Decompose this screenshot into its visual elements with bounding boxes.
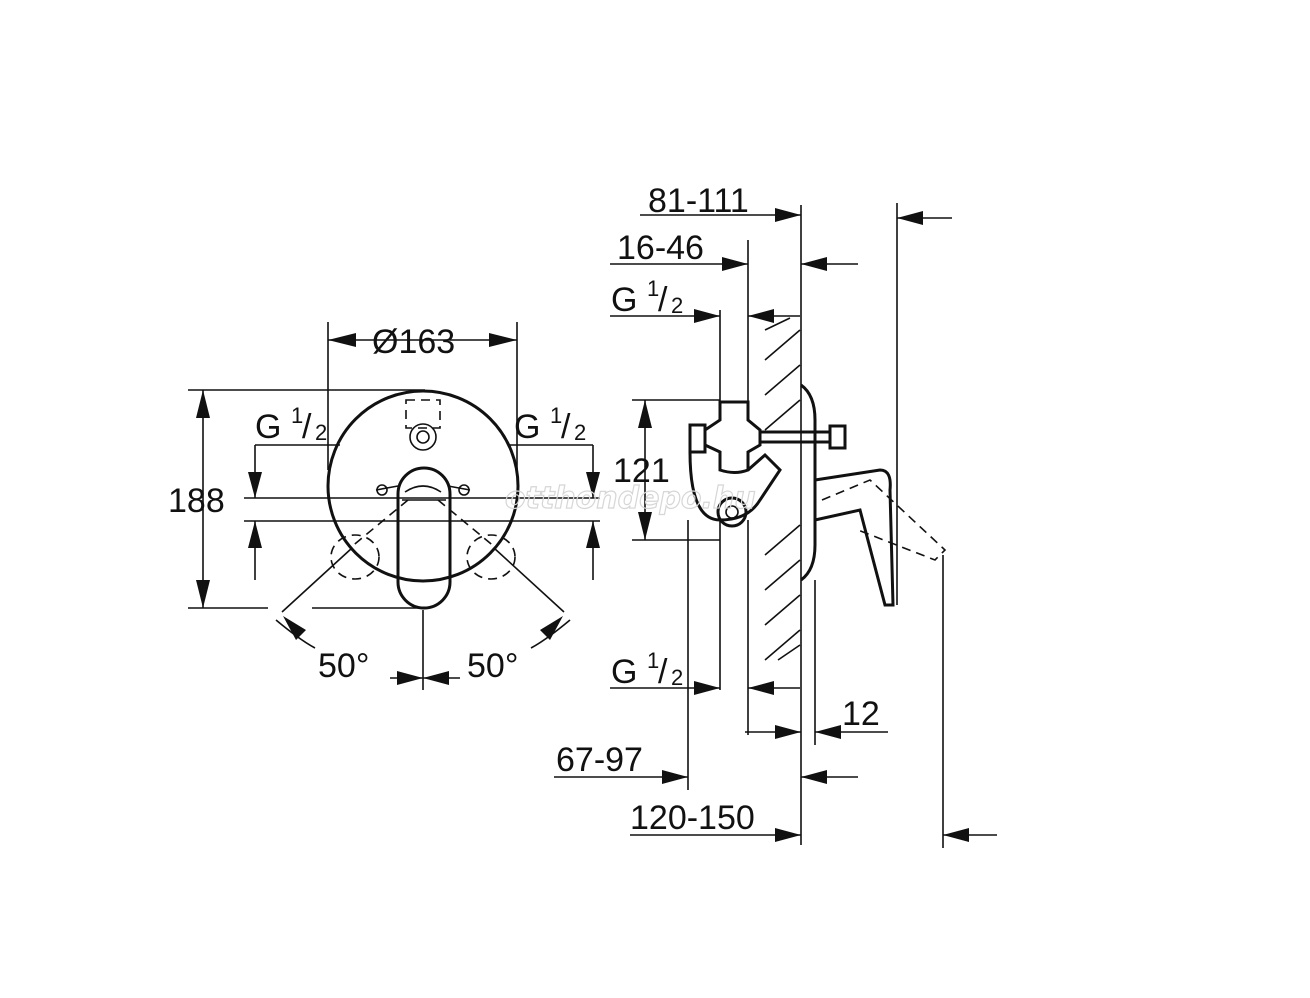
dim-67-97: 67-97 <box>556 741 643 779</box>
lever-side <box>813 468 895 607</box>
mounting-plate <box>800 383 817 582</box>
dim-12: 12 <box>842 695 880 733</box>
dim-121: 121 <box>613 452 670 490</box>
escutcheon-plate <box>326 389 520 583</box>
angle-left-label: 50° <box>318 647 369 685</box>
angle-right-label: 50° <box>467 647 518 685</box>
swing-left-outline <box>330 534 380 580</box>
dim-81-111: 81-111 <box>648 182 749 220</box>
svg-text:/: / <box>658 281 668 319</box>
diverter-knob <box>409 423 437 451</box>
connection-right-label: G <box>514 408 540 446</box>
svg-text:1: 1 <box>550 403 562 428</box>
diverter-outline <box>405 399 441 429</box>
connection-top-label: G <box>611 281 637 319</box>
swing-right-outline <box>466 534 516 580</box>
svg-text:2: 2 <box>315 420 327 445</box>
watermark: otthondepo.hu <box>505 481 756 516</box>
dim-120-150: 120-150 <box>630 799 755 837</box>
svg-text:/: / <box>561 408 571 446</box>
height-188-label: 188 <box>168 482 225 520</box>
svg-text:1: 1 <box>647 276 659 301</box>
svg-text:2: 2 <box>574 420 586 445</box>
outlet-port <box>716 496 748 528</box>
connection-left-label: G <box>255 408 281 446</box>
dim-16-46: 16-46 <box>617 229 704 267</box>
diameter-label: Ø163 <box>372 323 455 361</box>
front-view: Ø163 188 G 1 / 2 G 1 / 2 50° 50° <box>168 322 600 690</box>
svg-text:/: / <box>302 408 312 446</box>
svg-text:/: / <box>658 653 668 691</box>
svg-text:1: 1 <box>647 648 659 673</box>
lever-raised-outline <box>821 479 947 561</box>
svg-text:2: 2 <box>671 293 683 318</box>
valve-body <box>703 400 762 474</box>
diverter-stem <box>758 424 847 450</box>
side-view: 81-111 16-46 G 1 / 2 121 G 1 / 2 12 67-9… <box>554 182 997 848</box>
svg-text:1: 1 <box>291 403 303 428</box>
wall-hatching <box>764 317 801 661</box>
svg-text:2: 2 <box>671 665 683 690</box>
lever-handle <box>396 466 452 610</box>
connection-bottom-label: G <box>611 653 637 691</box>
